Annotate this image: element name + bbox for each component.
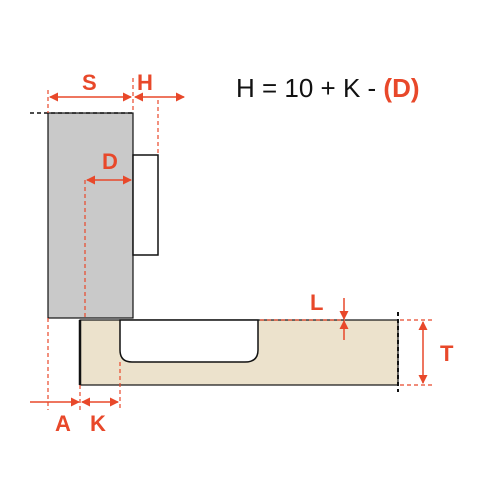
dimension-lines: [30, 92, 428, 407]
hinge-cup-recess: [119, 319, 259, 363]
label-k: K: [90, 411, 106, 436]
label-h: H: [137, 70, 153, 95]
formula: H = 10 + K - (D): [236, 73, 420, 103]
label-d: D: [102, 149, 118, 174]
label-t: T: [440, 341, 454, 366]
door-panel: [47, 112, 134, 319]
label-l: L: [310, 290, 323, 315]
extension-lines: [47, 78, 432, 410]
label-s: S: [82, 70, 97, 95]
label-a: A: [55, 411, 71, 436]
hinge-plate: [132, 154, 159, 256]
